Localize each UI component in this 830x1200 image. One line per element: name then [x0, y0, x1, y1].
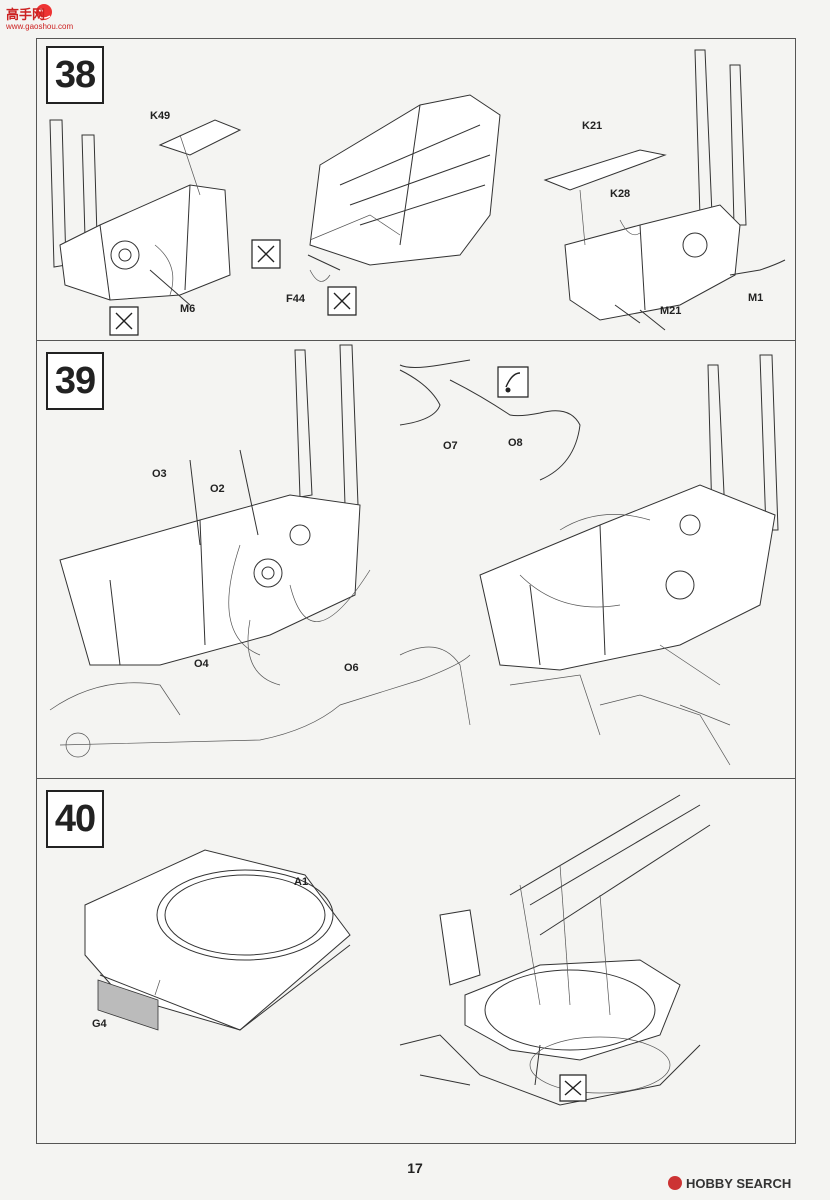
site-mark: HOBBY SEARCH — [668, 1172, 828, 1194]
watermark-chars-1: 高手网 — [6, 7, 46, 22]
part-label-k49: K49 — [150, 110, 171, 122]
part-label-m21: M21 — [660, 305, 682, 317]
page-number: 17 — [407, 1160, 423, 1176]
part-label-o2: O2 — [210, 483, 225, 495]
instruction-page-frame — [36, 38, 796, 1144]
part-label-k28: K28 — [610, 188, 631, 200]
step-38-illustration — [40, 95, 800, 340]
part-label-k21: K21 — [582, 120, 603, 132]
cut-icon-40 — [560, 1075, 586, 1101]
part-label-o8: O8 — [508, 437, 523, 449]
step-40-illustration — [40, 785, 800, 1145]
step-number-40: 40 — [46, 790, 104, 848]
watermark-url: www.gaoshou.com — [6, 22, 74, 31]
part-label-o4: O4 — [194, 658, 209, 670]
part-label-m1: M1 — [748, 292, 764, 304]
part-label-a1: A1 — [294, 876, 309, 888]
part-label-o3: O3 — [152, 468, 167, 480]
step-number-39: 39 — [46, 352, 104, 410]
part-label-g4: G4 — [92, 1018, 107, 1030]
divider-39-40 — [36, 778, 796, 779]
part-label-f44: F44 — [286, 293, 305, 305]
part-label-o7: O7 — [443, 440, 458, 452]
glue-icon-39 — [498, 367, 528, 397]
mesh-grille-part — [98, 980, 158, 1030]
site-logo-icon — [668, 1176, 682, 1190]
site-mark-text: HOBBY SEARCH — [686, 1175, 792, 1191]
divider-38-39 — [36, 340, 796, 341]
step-39-illustration — [40, 345, 800, 778]
part-label-m6: M6 — [180, 303, 196, 315]
site-watermark-logo — [36, 4, 52, 20]
step-number-38: 38 — [46, 46, 104, 104]
part-label-o6: O6 — [344, 662, 359, 674]
